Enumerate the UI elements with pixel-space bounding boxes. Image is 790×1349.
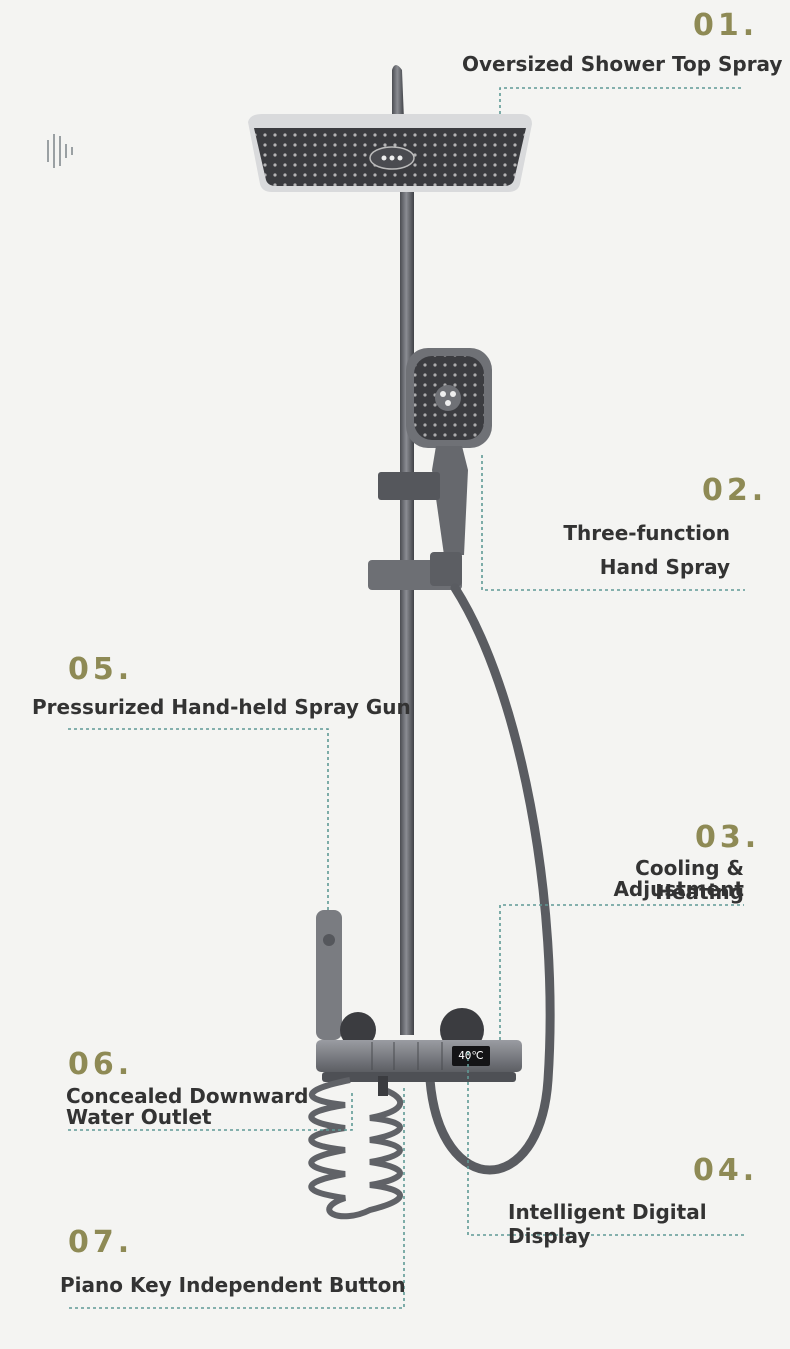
- callout-07-label: Piano Key Independent Button: [60, 1273, 406, 1297]
- thermostat-panel: [316, 1040, 522, 1082]
- callout-01-label: Oversized Shower Top Spray: [462, 52, 783, 76]
- callout-03-number: 03.: [695, 820, 761, 855]
- callout-02-label-line2: Hand Spray: [599, 555, 730, 579]
- callout-07-number: 07.: [68, 1225, 134, 1260]
- callout-02-label-line1: Three-function: [563, 521, 730, 545]
- top-shower-head: [248, 114, 532, 192]
- left-knob: [340, 1012, 376, 1048]
- callout-04-label: Intelligent Digital Display: [508, 1200, 707, 1248]
- callout-06-label-line1: Concealed Downward: [66, 1084, 309, 1108]
- hand-spray-head: [406, 348, 492, 555]
- callout-01-number: 01.: [693, 8, 759, 43]
- hand-spray-hose: [425, 583, 555, 1175]
- callout-05-number: 05.: [68, 652, 134, 687]
- digital-display-readout: 40℃: [458, 1049, 484, 1062]
- callout-03-label-line2: Adjustment: [613, 877, 744, 901]
- callout-02-number: 02.: [702, 473, 768, 508]
- callout-06-number: 06.: [68, 1047, 134, 1082]
- shower-arm: [392, 65, 404, 120]
- slide-bracket: [368, 472, 462, 590]
- callout-03-label-line1: Cooling & Heating: [635, 856, 744, 904]
- callout-04-number: 04.: [693, 1153, 759, 1188]
- downward-outlet: [378, 1076, 388, 1096]
- callout-05-label: Pressurized Hand-held Spray Gun: [32, 695, 411, 719]
- coiled-hose: [308, 1077, 404, 1220]
- sound-wave-icon: [47, 134, 73, 168]
- callout-lines: [68, 87, 745, 1309]
- riser-pipe: [400, 185, 414, 1035]
- callout-06-label-line2: Water Outlet: [66, 1105, 212, 1129]
- spray-gun: [316, 910, 342, 1040]
